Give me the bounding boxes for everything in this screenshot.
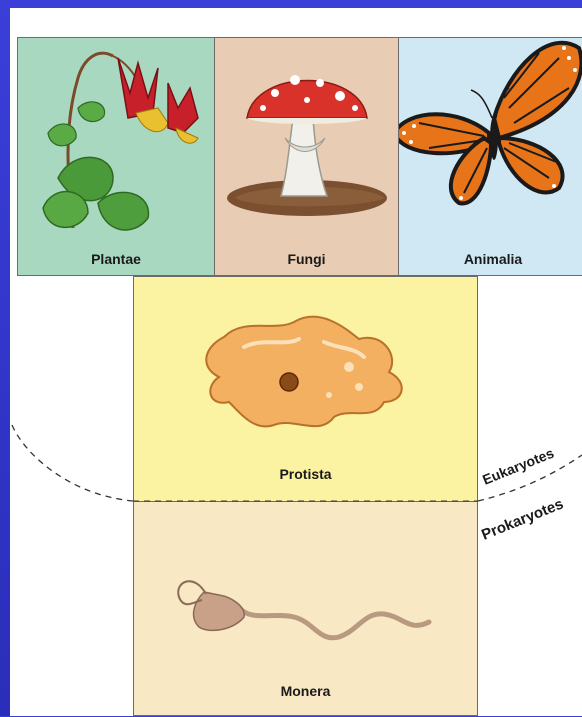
kingdom-monera-box: Monera [133,501,478,716]
label-monera: Monera [134,683,477,699]
kingdom-animalia-box: Animalia [398,37,582,276]
monarch-butterfly-illustration [399,38,582,277]
label-plantae: Plantae [18,251,214,267]
columbine-flower-illustration [18,38,216,277]
kingdom-protista-box: Protista [133,276,478,502]
kingdom-fungi-box: Fungi [214,37,399,276]
kingdom-plantae-box: Plantae [17,37,215,276]
mushroom-illustration [215,38,400,277]
label-fungi: Fungi [215,251,398,267]
label-animalia: Animalia [399,251,582,267]
label-protista: Protista [134,466,477,482]
